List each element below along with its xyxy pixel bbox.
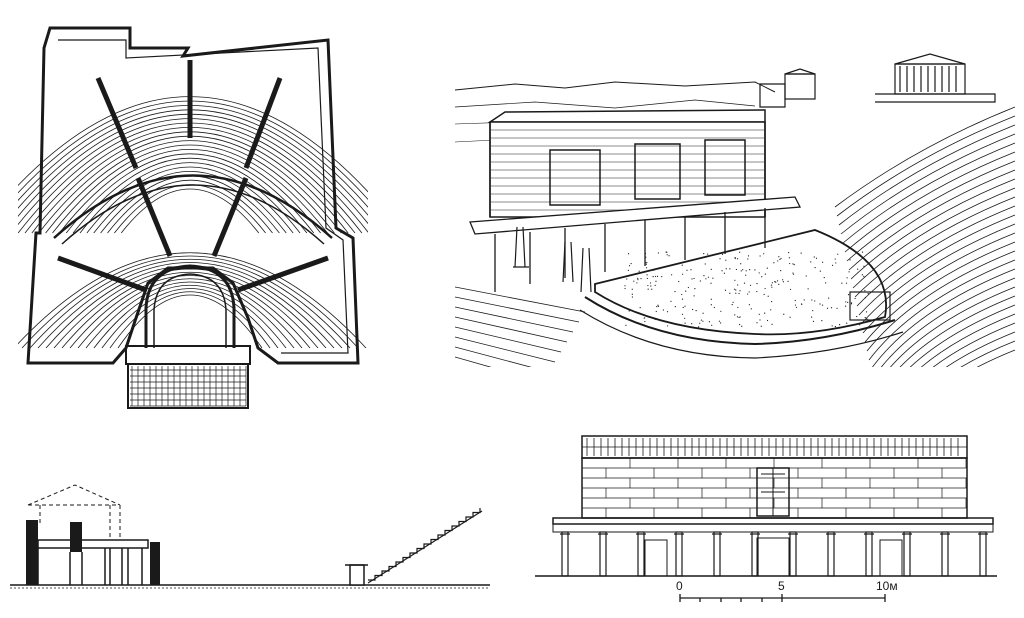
scale-label-five: 5 xyxy=(778,579,785,593)
elevation-drawing xyxy=(535,435,997,577)
scale-bar: 0 5 10м xyxy=(660,580,910,616)
theatre-perspective-view xyxy=(455,52,1017,367)
scene-building-elevation xyxy=(535,430,997,580)
scale-bar-ruler xyxy=(679,594,886,602)
perspective-drawing xyxy=(455,53,1016,367)
theatre-plan-drawing xyxy=(18,26,368,409)
theatre-plan xyxy=(18,18,368,413)
scale-label-zero: 0 xyxy=(676,579,683,593)
theatre-section xyxy=(10,480,490,590)
scale-label-ten: 10м xyxy=(876,579,898,593)
section-drawing xyxy=(10,484,490,589)
